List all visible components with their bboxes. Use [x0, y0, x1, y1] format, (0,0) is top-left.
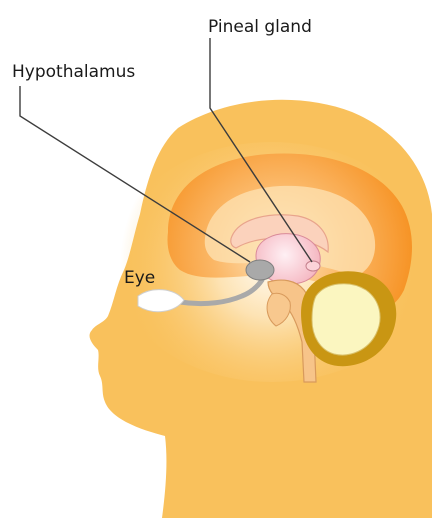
- hypothalamus: [246, 260, 274, 280]
- pineal-gland-label: Pineal gland: [208, 17, 312, 37]
- hypothalamus-label: Hypothalamus: [12, 62, 135, 82]
- eye-label: Eye: [124, 268, 155, 288]
- pineal-gland: [306, 261, 320, 271]
